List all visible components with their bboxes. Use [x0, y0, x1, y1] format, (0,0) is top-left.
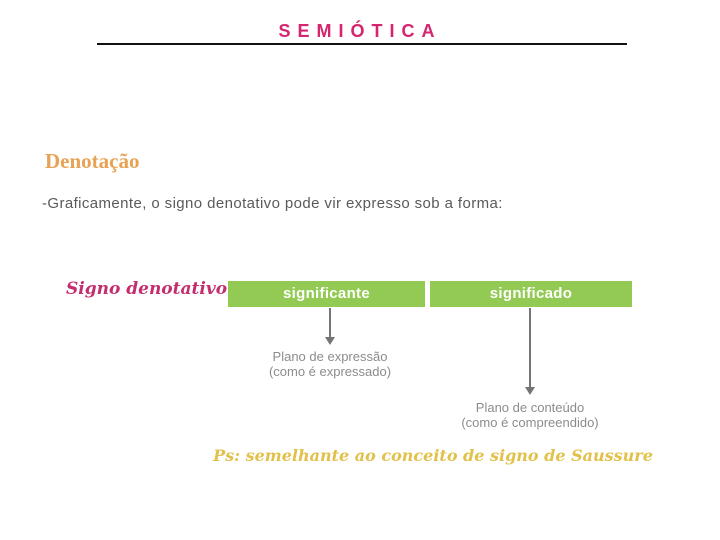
intro-text: -Graficamente, o signo denotativo pode v…: [42, 195, 503, 212]
content-annotation-line2: (como é compreendido): [461, 415, 599, 430]
expression-arrow-down-icon: [325, 337, 335, 345]
significante-box: significante: [228, 281, 425, 307]
expression-annotation-line1: Plano de expressão: [272, 349, 388, 364]
section-heading: Denotação: [45, 149, 140, 173]
content-annotation-line1: Plano de conteúdo: [475, 400, 585, 415]
title-underline: [97, 43, 627, 45]
content-arrow-stem: [529, 308, 531, 388]
saussure-note: Ps: semelhante ao conceito de signo de S…: [213, 446, 653, 465]
expression-arrow-stem: [329, 308, 331, 338]
significado-box: significado: [430, 281, 632, 307]
expression-annotation-line2: (como é expressado): [268, 364, 392, 379]
content-annotation: Plano de conteúdo (como é compreendido): [420, 400, 640, 430]
slide-title: SEMIÓTICA: [278, 21, 442, 41]
diagram-label: Signo denotativo:: [66, 279, 234, 299]
content-arrow-down-icon: [525, 387, 535, 395]
expression-annotation: Plano de expressão (como é expressado): [220, 349, 440, 379]
